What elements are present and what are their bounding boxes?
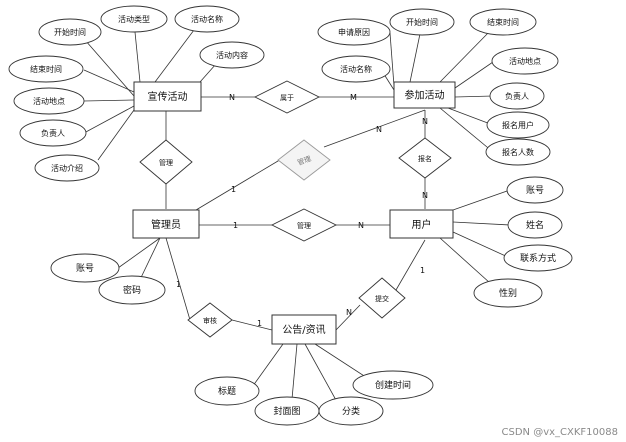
attribute-publicity-end-time: 结束时间 [8, 55, 84, 83]
entity-admin: 管理员 [132, 209, 200, 239]
attribute-participation-owner: 负责人 [489, 82, 545, 110]
relationship-review: 审核 [187, 302, 233, 338]
attribute-publicity-content: 活动内容 [199, 41, 265, 69]
svg-text:开始时间: 开始时间 [54, 27, 86, 37]
entities: 宣传活动 参加活动 管理员 用户 公告/资讯 [132, 81, 456, 345]
svg-text:报名: 报名 [418, 154, 432, 163]
attributes-admin: 账号 密码 [50, 253, 166, 305]
cardinality-user-manage: N [358, 221, 364, 230]
svg-text:活动名称: 活动名称 [191, 14, 223, 24]
svg-text:负责人: 负责人 [41, 128, 65, 138]
attribute-participation-name: 活动名称 [321, 55, 391, 83]
relationship-manage-participation: 管理 [277, 139, 331, 181]
svg-text:性别: 性别 [499, 287, 517, 299]
attribute-participation-end-time: 结束时间 [469, 8, 537, 36]
svg-text:账号: 账号 [76, 263, 94, 274]
attributes-participation: 申请原因 开始时间 结束时间 活动名称 活动地点 负责人 报名用户 报名人数 [317, 8, 559, 166]
entity-user: 用户 [389, 209, 454, 239]
relationship-manage-user: 管理 [270, 208, 338, 242]
svg-text:分类: 分类 [342, 405, 360, 417]
attribute-user-name: 姓名 [507, 211, 563, 239]
svg-text:管理: 管理 [159, 158, 173, 167]
attribute-notice-cover: 封面图 [254, 396, 320, 426]
svg-text:报名人数: 报名人数 [502, 147, 534, 157]
attributes-user: 账号 姓名 联系方式 性别 [473, 176, 573, 308]
relationship-manage-publicity: 管理 [139, 139, 193, 185]
relationship-submit: 提交 [358, 277, 406, 319]
attribute-publicity-type: 活动类型 [100, 5, 168, 33]
svg-text:属于: 属于 [280, 94, 294, 102]
svg-text:报名用户: 报名用户 [502, 120, 534, 130]
attribute-user-gender: 性别 [473, 278, 543, 308]
attribute-publicity-location: 活动地点 [13, 87, 85, 115]
attribute-user-contact: 联系方式 [503, 244, 573, 272]
entity-participation: 参加活动 [393, 81, 456, 109]
cardinality-admin-manage-user: 1 [233, 221, 238, 230]
attribute-participation-reason: 申请原因 [317, 18, 391, 46]
svg-text:提交: 提交 [375, 294, 389, 303]
svg-text:审核: 审核 [203, 316, 217, 325]
attributes-publicity: 开始时间 活动类型 活动名称 活动内容 结束时间 活动地点 负责人 活动介绍 [8, 5, 265, 182]
svg-text:申请原因: 申请原因 [338, 27, 370, 37]
svg-text:宣传活动: 宣传活动 [148, 90, 188, 103]
cardinality-publicity-belongs: N [229, 93, 235, 102]
watermark: CSDN @vx_CXKF10088 [502, 427, 618, 438]
attribute-publicity-intro: 活动介绍 [34, 154, 100, 182]
entity-notice: 公告/资讯 [271, 314, 337, 345]
svg-text:用户: 用户 [412, 218, 432, 231]
attribute-publicity-owner: 负责人 [19, 119, 87, 147]
svg-text:活动介绍: 活动介绍 [51, 163, 83, 173]
svg-text:活动名称: 活动名称 [340, 64, 372, 74]
svg-text:活动地点: 活动地点 [33, 96, 65, 106]
cardinality-admin-review: 1 [176, 280, 181, 289]
svg-text:密码: 密码 [123, 284, 141, 296]
cardinality-participation-belongs: M [350, 93, 357, 102]
attribute-notice-created-time: 创建时间 [352, 370, 434, 400]
attribute-participation-signup-users: 报名用户 [486, 111, 550, 139]
relationship-belongs: 属于 [253, 80, 321, 114]
attribute-admin-account: 账号 [50, 253, 120, 283]
svg-text:参加活动: 参加活动 [405, 89, 445, 102]
svg-text:负责人: 负责人 [505, 91, 529, 101]
svg-text:活动地点: 活动地点 [509, 56, 541, 66]
attribute-user-account: 账号 [506, 176, 564, 204]
attribute-participation-signup-count: 报名人数 [485, 138, 551, 166]
svg-text:账号: 账号 [526, 185, 544, 196]
cardinality-user-signup: N [422, 191, 428, 200]
svg-text:联系方式: 联系方式 [520, 252, 556, 264]
attributes-notice: 标题 封面图 分类 创建时间 [194, 370, 434, 426]
cardinality-admin-manage-participation: 1 [231, 185, 236, 194]
cardinality-labels: N M 1 N 1 N N N 1 1 N 1 [176, 93, 428, 328]
entity-publicity: 宣传活动 [133, 81, 202, 112]
relationships: 属于 管理 管理 报名 管理 审核 提交 [139, 80, 452, 338]
svg-text:封面图: 封面图 [273, 405, 300, 417]
cardinality-notice-review: 1 [257, 319, 262, 328]
svg-text:标题: 标题 [218, 385, 236, 397]
attribute-participation-location: 活动地点 [491, 47, 559, 75]
attribute-participation-start-time: 开始时间 [389, 8, 455, 36]
cardinality-notice-submit: N [346, 308, 352, 317]
relationship-signup: 报名 [398, 137, 452, 179]
attribute-publicity-start-time: 开始时间 [38, 18, 102, 46]
attribute-admin-password: 密码 [98, 275, 166, 305]
attribute-notice-title: 标题 [194, 376, 260, 406]
svg-text:开始时间: 开始时间 [406, 17, 438, 27]
svg-text:管理员: 管理员 [151, 218, 181, 231]
attribute-publicity-name: 活动名称 [174, 5, 240, 33]
svg-text:姓名: 姓名 [526, 219, 544, 231]
svg-text:活动内容: 活动内容 [216, 50, 248, 60]
svg-text:结束时间: 结束时间 [30, 64, 62, 74]
cardinality-participation-manage: N [376, 125, 382, 134]
svg-text:结束时间: 结束时间 [487, 17, 519, 27]
attribute-notice-category: 分类 [318, 396, 384, 426]
svg-text:公告/资讯: 公告/资讯 [282, 323, 325, 336]
cardinality-participation-signup: N [422, 117, 428, 126]
svg-text:管理: 管理 [297, 221, 311, 230]
cardinality-user-submit: 1 [420, 266, 425, 275]
svg-text:创建时间: 创建时间 [375, 379, 411, 391]
svg-text:活动类型: 活动类型 [118, 14, 150, 24]
